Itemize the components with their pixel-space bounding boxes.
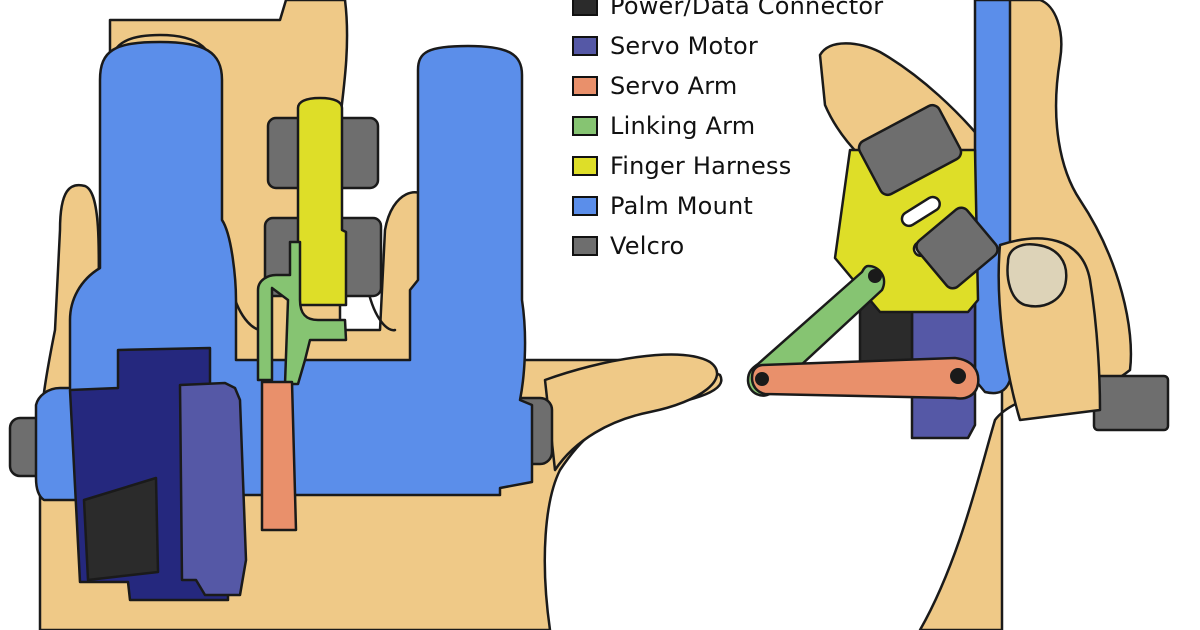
- linking-arm-swatch: [572, 116, 598, 136]
- left-finger-harness: [296, 96, 348, 307]
- legend-item: Servo Arm: [572, 66, 883, 106]
- legend-label: Power/Data Connector: [610, 0, 884, 20]
- right-velcro: [857, 103, 1170, 432]
- left-power-connector: [82, 476, 160, 582]
- right-hand-view: [746, 0, 1170, 630]
- legend-label: Finger Harness: [610, 152, 792, 180]
- left-servo-side: [178, 381, 248, 597]
- connector-swatch: [572, 0, 598, 16]
- legend-item: Velcro: [572, 226, 883, 266]
- legend-label: Servo Motor: [610, 32, 758, 60]
- legend-label: Linking Arm: [610, 112, 756, 140]
- legend-item: Linking Arm: [572, 106, 883, 146]
- legend-label: Palm Mount: [610, 192, 753, 220]
- legend-label: Velcro: [610, 232, 685, 260]
- velcro-swatch: [572, 236, 598, 256]
- left-servo-arm: [260, 380, 298, 532]
- servo-arm-swatch: [572, 76, 598, 96]
- palm-mount-swatch: [572, 196, 598, 216]
- pivot-pin: [755, 269, 966, 386]
- legend-item: Finger Harness: [572, 146, 883, 186]
- legend-item: Palm Mount: [572, 186, 883, 226]
- left-hand-view: [8, 0, 723, 630]
- right-servo-arm: [750, 356, 980, 400]
- legend-item: Power/Data Connector: [572, 0, 883, 26]
- legend-item: Servo Motor: [572, 26, 883, 66]
- servo-motor-swatch: [572, 36, 598, 56]
- legend-label: Servo Arm: [610, 72, 738, 100]
- right-thumb: [997, 237, 1102, 422]
- finger-harness-swatch: [572, 156, 598, 176]
